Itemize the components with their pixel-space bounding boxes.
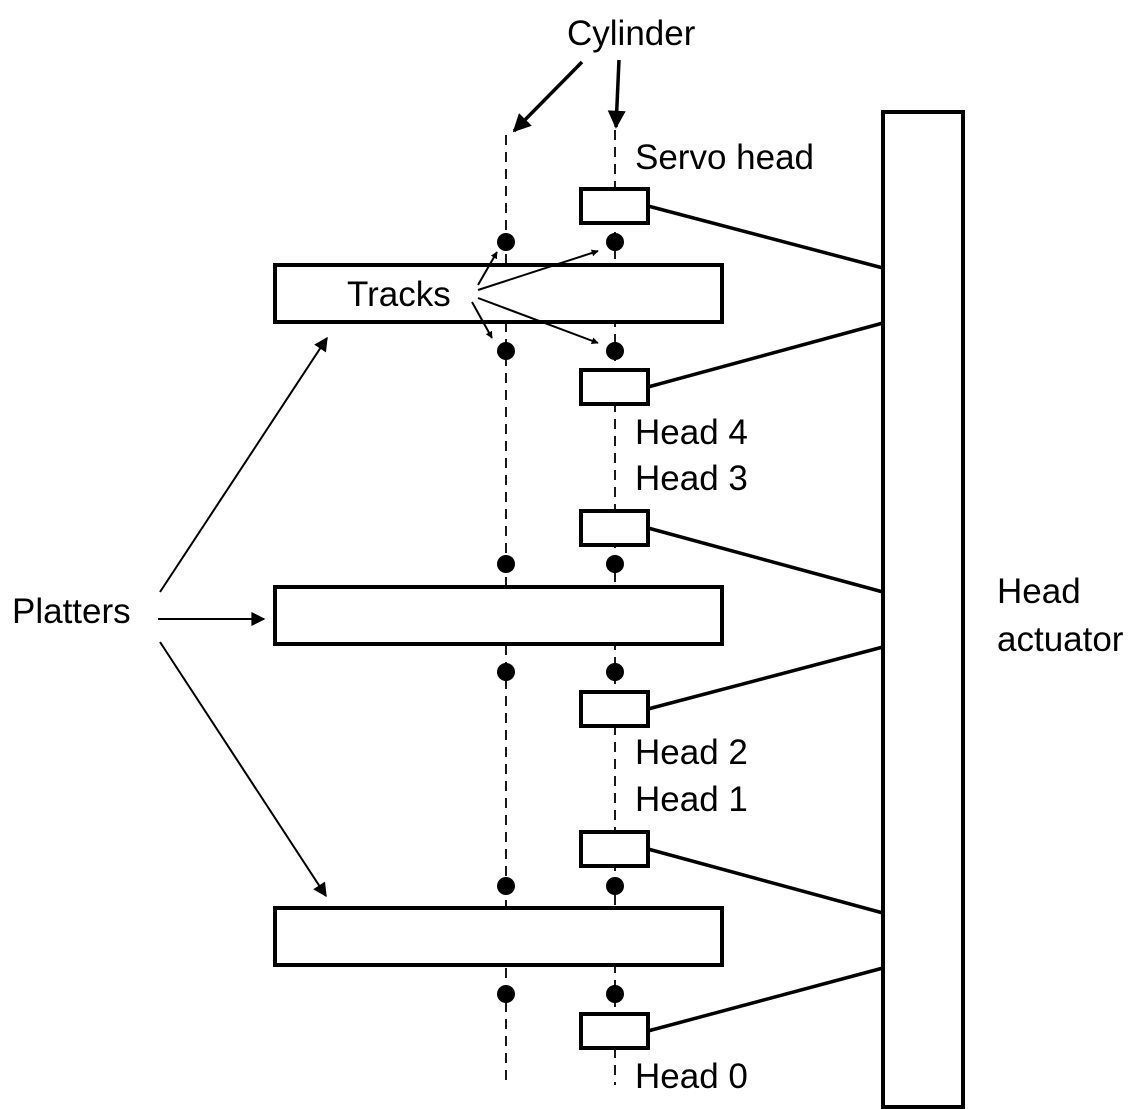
platter-bottom xyxy=(273,906,724,967)
arm-head-0 xyxy=(647,966,884,1033)
arm-head-3 xyxy=(647,526,884,594)
platters-arrow-bottom xyxy=(159,641,327,898)
head-actuator-label-line1: Head xyxy=(997,572,1081,611)
arm-head-2 xyxy=(647,645,884,711)
platters-arrow-top xyxy=(159,336,328,593)
servo-head xyxy=(579,187,650,225)
head-0-label: Head 0 xyxy=(635,1057,748,1096)
tracks-label-background xyxy=(342,273,470,315)
cylinder-arrow-inner xyxy=(512,60,584,133)
head-2 xyxy=(579,690,650,728)
track-dot xyxy=(606,985,624,1003)
arm-head-1 xyxy=(647,847,884,915)
arm-head-4 xyxy=(647,321,884,389)
head-3-label: Head 3 xyxy=(635,459,748,498)
track-dot xyxy=(606,342,624,360)
head-4-label: Head 4 xyxy=(635,413,748,452)
track-dot xyxy=(497,342,515,360)
tracks-arrow xyxy=(471,301,493,339)
head-2-label: Head 2 xyxy=(635,733,748,772)
head-4 xyxy=(579,368,650,406)
head-1 xyxy=(579,830,650,868)
track-dot xyxy=(497,233,515,251)
head-actuator-label-line2: actuator xyxy=(997,620,1124,659)
track-dot xyxy=(606,233,624,251)
track-dot xyxy=(497,663,515,681)
track-dot xyxy=(497,985,515,1003)
tracks-arrow xyxy=(477,251,498,286)
track-dot xyxy=(497,555,515,573)
platter-middle xyxy=(273,585,724,646)
head-actuator xyxy=(881,110,965,1109)
head-0 xyxy=(579,1012,650,1050)
tracks-arrow xyxy=(477,297,599,345)
tracks-label: Tracks xyxy=(347,275,451,314)
track-dot xyxy=(497,877,515,895)
cylinder-arrow-outer xyxy=(607,59,626,129)
tracks-arrow xyxy=(477,249,599,291)
platters-label: Platters xyxy=(12,592,131,631)
cylinder-label: Cylinder xyxy=(567,14,696,53)
servo-head-label: Servo head xyxy=(635,138,814,177)
arm-servo-head xyxy=(647,204,884,270)
head-3 xyxy=(579,509,650,547)
head-1-label: Head 1 xyxy=(635,780,748,819)
track-dot xyxy=(606,663,624,681)
track-dot xyxy=(606,877,624,895)
track-dot xyxy=(606,555,624,573)
